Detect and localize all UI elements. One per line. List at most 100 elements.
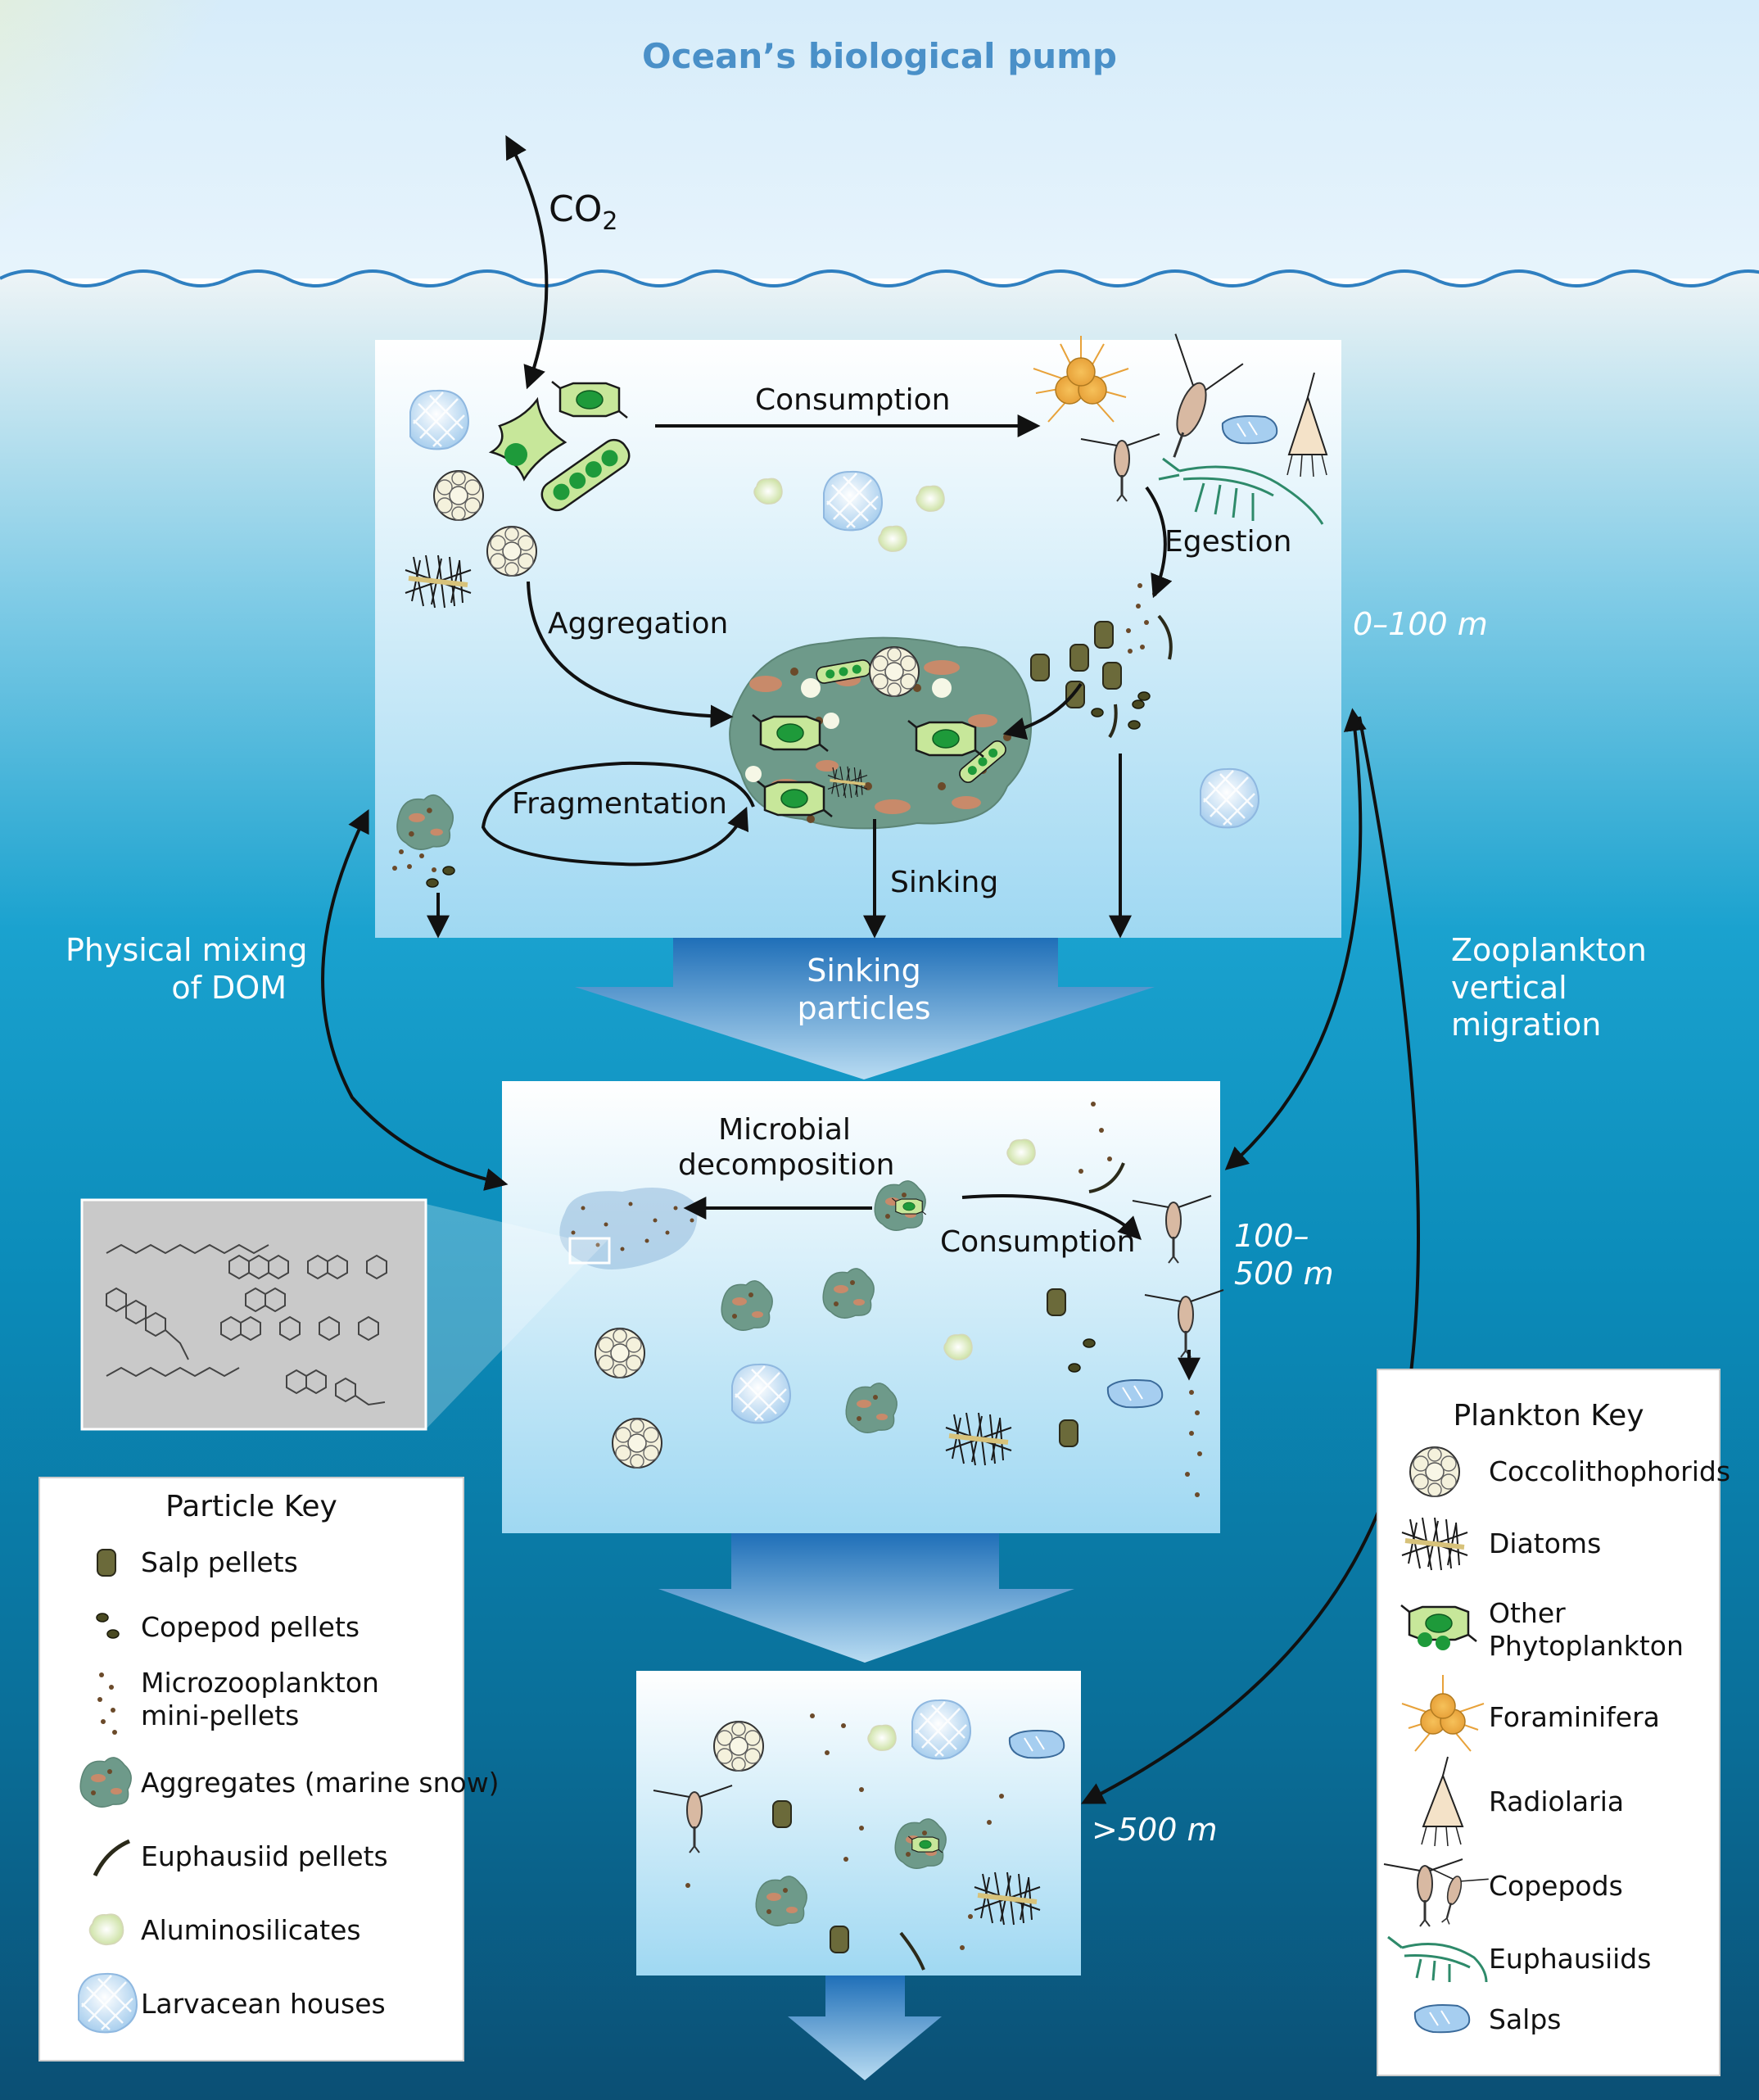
plankton-key-item: Copepods xyxy=(1489,1870,1623,1902)
zone-box-deep xyxy=(636,1671,1081,1976)
sinking-particles-arrow xyxy=(575,938,1155,1079)
egestion-arrow xyxy=(1145,486,1173,599)
foraminifera-icon xyxy=(1033,336,1129,423)
particle-key-item: Aggregates (marine snow) xyxy=(141,1767,500,1799)
salp-icon xyxy=(1008,1730,1065,1759)
zoom-beam xyxy=(426,1204,609,1429)
larvacean-house-icon xyxy=(1199,767,1260,829)
aluminosilicate-icon xyxy=(878,525,907,552)
egestion-label: Egestion xyxy=(1164,525,1292,559)
depth-label-deep: >500 m xyxy=(1092,1812,1218,1848)
larvacean-house-icon xyxy=(409,389,470,450)
plankton-key-item: Radiolaria xyxy=(1489,1785,1625,1817)
plankton-key-item: Coccolithophorids xyxy=(1489,1455,1731,1487)
microbial-decomposition-label: Microbial decomposition xyxy=(678,1112,894,1183)
larvacean-house-icon xyxy=(822,470,884,532)
copepod-icon xyxy=(1173,333,1244,458)
depth-label-mid: 100– 500 m xyxy=(1234,1218,1334,1292)
aggregation-arrow xyxy=(527,581,734,728)
aluminosilicate-icon xyxy=(867,1724,897,1751)
salp-pellet-icon xyxy=(1059,1419,1078,1447)
particle-key-item: Microzooplankton mini-pellets xyxy=(141,1667,379,1731)
aluminosilicate-icon xyxy=(943,1333,973,1360)
dom-cloud xyxy=(559,1188,698,1270)
particle-key-item: Salp pellets xyxy=(141,1546,298,1578)
plankton-key-item: Salps xyxy=(1489,2003,1562,2035)
euphausiid-icon xyxy=(1387,1935,1488,1983)
larvacean-house-icon xyxy=(730,1363,792,1424)
aggregate-large xyxy=(729,636,1033,830)
co2-label: CO2 xyxy=(549,188,617,237)
aluminosilicate-icon xyxy=(88,1913,124,1946)
migration-line1: Zooplankton xyxy=(1451,932,1647,968)
foraminifera-icon xyxy=(1401,1675,1485,1752)
mini-pellet-icon xyxy=(97,1672,117,1735)
sinking-particles-label: Sinking particles xyxy=(770,953,958,1027)
sinking-particles-line1: Sinking xyxy=(807,953,921,989)
migration-arrow-mid xyxy=(1224,708,1367,1170)
salp-pellet-icon xyxy=(1047,1288,1066,1316)
coccolithophorid-icon xyxy=(595,1328,645,1378)
aggregate-icon xyxy=(755,1876,807,1926)
sea-surface-wave xyxy=(0,269,1759,287)
plankton-key-title: Plankton Key xyxy=(1453,1399,1644,1432)
radiolaria-icon xyxy=(1421,1756,1464,1847)
consumption-label: Consumption xyxy=(755,383,951,417)
sinking-arrow-mid xyxy=(658,1533,1074,1663)
particle-key-item: Larvacean houses xyxy=(141,1988,386,2020)
phytoplankton-icon xyxy=(550,380,629,419)
physical-mixing-line2: of DOM xyxy=(171,969,287,1006)
depth-mid-line1: 100– xyxy=(1234,1218,1309,1254)
coccolithophorid-icon xyxy=(1409,1446,1460,1497)
consumption-mid-label: Consumption xyxy=(940,1225,1136,1259)
aggregate-icon xyxy=(79,1757,132,1808)
sinking-particles-line2: particles xyxy=(797,989,931,1026)
particle-key-item: Aluminosilicates xyxy=(141,1914,361,1946)
aggregate-icon xyxy=(845,1383,898,1433)
larvacean-house-icon xyxy=(77,1972,138,2034)
migration-line2: vertical xyxy=(1451,969,1567,1006)
particle-key-item: Euphausiid pellets xyxy=(141,1840,388,1872)
diagram-title: Ocean’s biological pump xyxy=(642,36,1117,76)
aluminosilicate-icon xyxy=(753,477,783,505)
salp-pellet-icon xyxy=(830,1926,849,1953)
migration-line3: migration xyxy=(1451,1007,1602,1043)
coccolithophorid-icon xyxy=(486,526,537,577)
aluminosilicate-icon xyxy=(1006,1138,1036,1165)
co2-exchange-arrow xyxy=(505,135,549,390)
molecule-inset xyxy=(80,1198,427,1431)
aggregate-icon xyxy=(721,1280,773,1331)
microbial-line1: Microbial xyxy=(718,1113,851,1147)
particle-key-title: Particle Key xyxy=(165,1490,337,1523)
plankton-key-item: Other Phytoplankton xyxy=(1489,1597,1684,1662)
physical-mixing-arrow xyxy=(321,808,509,1191)
aluminosilicate-icon xyxy=(916,485,945,512)
sinking-label: Sinking xyxy=(890,866,999,899)
coccolithophorid-icon xyxy=(433,470,484,521)
copepod-pellet-icon xyxy=(442,866,455,876)
copepod-pellet-icon xyxy=(1068,1363,1081,1373)
phytoplankton-icon xyxy=(1400,1604,1478,1650)
sun-glow xyxy=(0,0,311,311)
plankton-key-item: Diatoms xyxy=(1489,1527,1602,1559)
salp-icon xyxy=(1413,2004,1471,2034)
physical-mixing-line1: Physical mixing xyxy=(66,932,308,968)
salp-icon xyxy=(1106,1379,1164,1409)
euphausiid-icon xyxy=(1158,457,1324,525)
particle-key-item: Copepod pellets xyxy=(141,1611,360,1643)
zooplankton-migration-label: Zooplankton vertical migration xyxy=(1451,932,1647,1044)
depth-mid-line2: 500 m xyxy=(1234,1255,1334,1292)
salp-pellet-icon xyxy=(97,1549,116,1577)
radiolaria-icon xyxy=(1286,372,1328,477)
fragmentation-label: Fragmentation xyxy=(512,787,727,821)
sinking-arrow-deep xyxy=(788,1976,942,2080)
aggregation-label: Aggregation xyxy=(548,607,729,640)
co2-main: CO xyxy=(549,188,603,230)
mini-pellets-deep xyxy=(685,1713,1004,1950)
coccolithophorid-icon xyxy=(612,1418,662,1469)
physical-mixing-label: Physical mixing of DOM xyxy=(66,932,308,1007)
depth-label-surface: 0–100 m xyxy=(1353,606,1488,642)
aggregate-icon xyxy=(822,1268,875,1319)
